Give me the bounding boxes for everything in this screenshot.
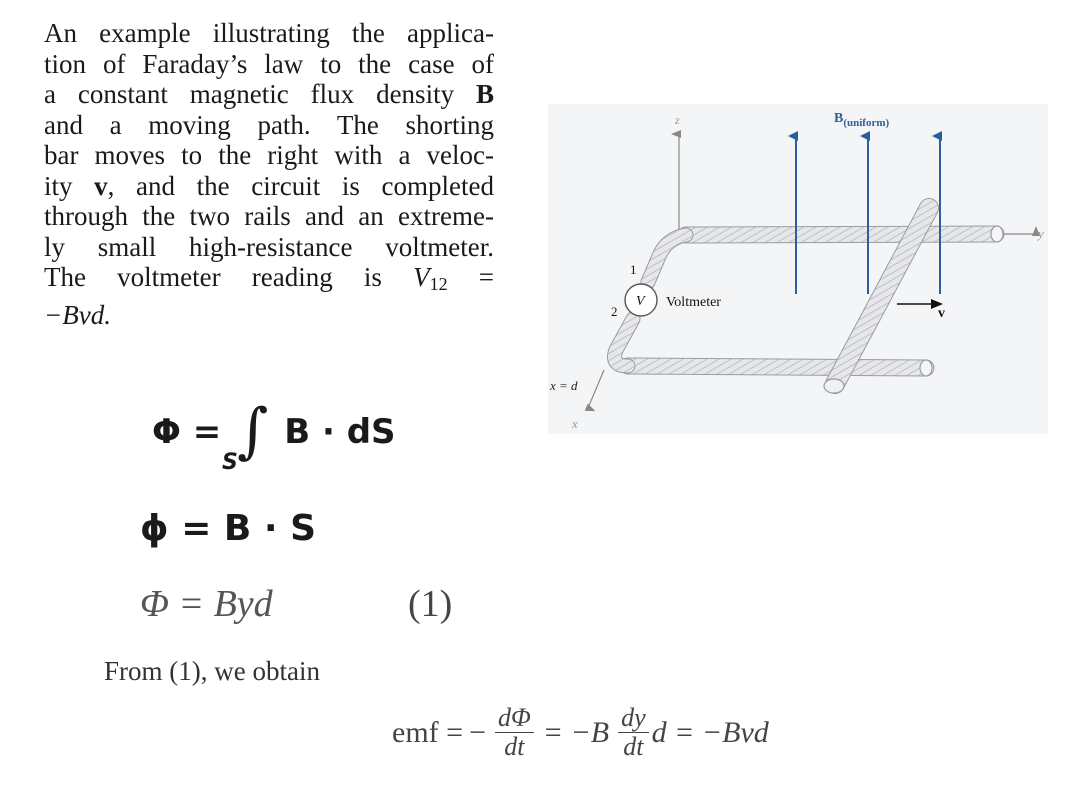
equation-emf: emf = − dΦ dt = −B dy dt d = −Bvd	[392, 704, 769, 761]
emf-minus: −	[469, 715, 486, 749]
z-axis-label: z	[674, 113, 680, 127]
emf-mid: = −B	[542, 715, 610, 749]
rail-front-end	[919, 359, 933, 377]
frac1-den: dt	[504, 732, 525, 761]
caption-line-1: An example illustrating the applica-	[44, 18, 494, 48]
caption-line-2: tion of Faraday’s law to the case of	[44, 48, 494, 79]
voltmeter-symbol: V	[636, 294, 646, 309]
terminal-2-label: 2	[611, 304, 618, 319]
frac1-num: dΦ	[494, 704, 534, 733]
field-label: B(uniform)	[834, 111, 890, 129]
caption-line-5: bar moves to the right with a veloc-	[44, 140, 494, 170]
equation-flux-byd: Φ = Byd	[140, 582, 273, 626]
caption-line-6-text: ity	[44, 170, 95, 201]
frac2-num: dy	[618, 704, 649, 733]
voltmeter-circle	[624, 283, 658, 317]
field-subscript: (uniform)	[843, 117, 889, 129]
equation-flux-integral: Φ = ∫ B · dS S	[152, 388, 396, 475]
shorting-bar-end	[823, 378, 845, 394]
eq3-text: Φ = Byd	[140, 583, 273, 625]
wire-lower-fill	[608, 312, 640, 373]
velocity-label: v	[938, 306, 945, 321]
wire-upper-fill	[641, 228, 693, 289]
caption-last: −Bvd.	[44, 299, 111, 330]
eq1-lhs: Φ =	[152, 412, 222, 452]
caption-line-9-text: The voltmeter reading is	[44, 262, 414, 292]
v12-subscript: 12	[429, 274, 448, 294]
fraction-dy-dt: dy dt	[618, 704, 649, 761]
fraction-dphi-dt: dΦ dt	[494, 704, 534, 761]
integral-sign: ∫	[237, 396, 269, 466]
faraday-figure: z y x x = d V Voltmeter 1 2 B	[548, 104, 1048, 434]
terminal-1-label: 1	[630, 262, 637, 277]
caption-line-7: through the two rails and an extreme-	[44, 201, 494, 231]
caption-line-4: and a moving path. The shorting	[44, 109, 494, 140]
caption-line-3-text: a constant magnetic flux density	[44, 79, 476, 109]
x-equals-d: x = d	[549, 378, 578, 393]
caption-paragraph: An example illustrating the applica- tio…	[44, 18, 494, 330]
v12-equals: =	[447, 262, 494, 292]
rail-front-fill	[620, 358, 934, 376]
shorting-bar-fill	[826, 199, 938, 393]
field-B: B	[834, 111, 843, 126]
caption-line-9: The voltmeter reading is V12 =	[44, 262, 494, 300]
eq1-rhs: B · dS	[284, 412, 396, 452]
caption-line-6-rest: , and the circuit is completed	[107, 170, 494, 201]
x-axis	[584, 369, 605, 412]
x-axis-label: x	[571, 416, 578, 431]
caption-line-3: a constant magnetic flux density B	[44, 79, 494, 110]
equation-flux-dot: ϕ = B · S	[140, 508, 317, 549]
bold-B: B	[475, 79, 494, 109]
caption-line-8: ly small high-resistance voltmeter.	[44, 231, 494, 262]
y-axis-label: y	[1036, 226, 1044, 241]
emf-label: emf =	[392, 715, 464, 749]
caption-line-10: −Bvd.	[44, 300, 494, 331]
v12-symbol: V	[413, 262, 430, 292]
equation-number: (1)	[408, 583, 453, 625]
rail-back-fill	[678, 226, 1004, 243]
faraday-diagram: z y x x = d V Voltmeter 1 2 B	[549, 111, 1044, 431]
bold-v: v	[94, 170, 108, 201]
voltmeter-label: Voltmeter	[666, 295, 721, 310]
from-text: From (1), we obtain	[104, 656, 320, 686]
emf-tail: d = −Bvd	[651, 715, 769, 749]
frac2-den: dt	[623, 732, 644, 761]
caption-line-6: ity v, and the circuit is completed	[44, 171, 494, 202]
eq1-surface-sub: S	[222, 450, 238, 475]
rail-back-end	[990, 225, 1004, 243]
